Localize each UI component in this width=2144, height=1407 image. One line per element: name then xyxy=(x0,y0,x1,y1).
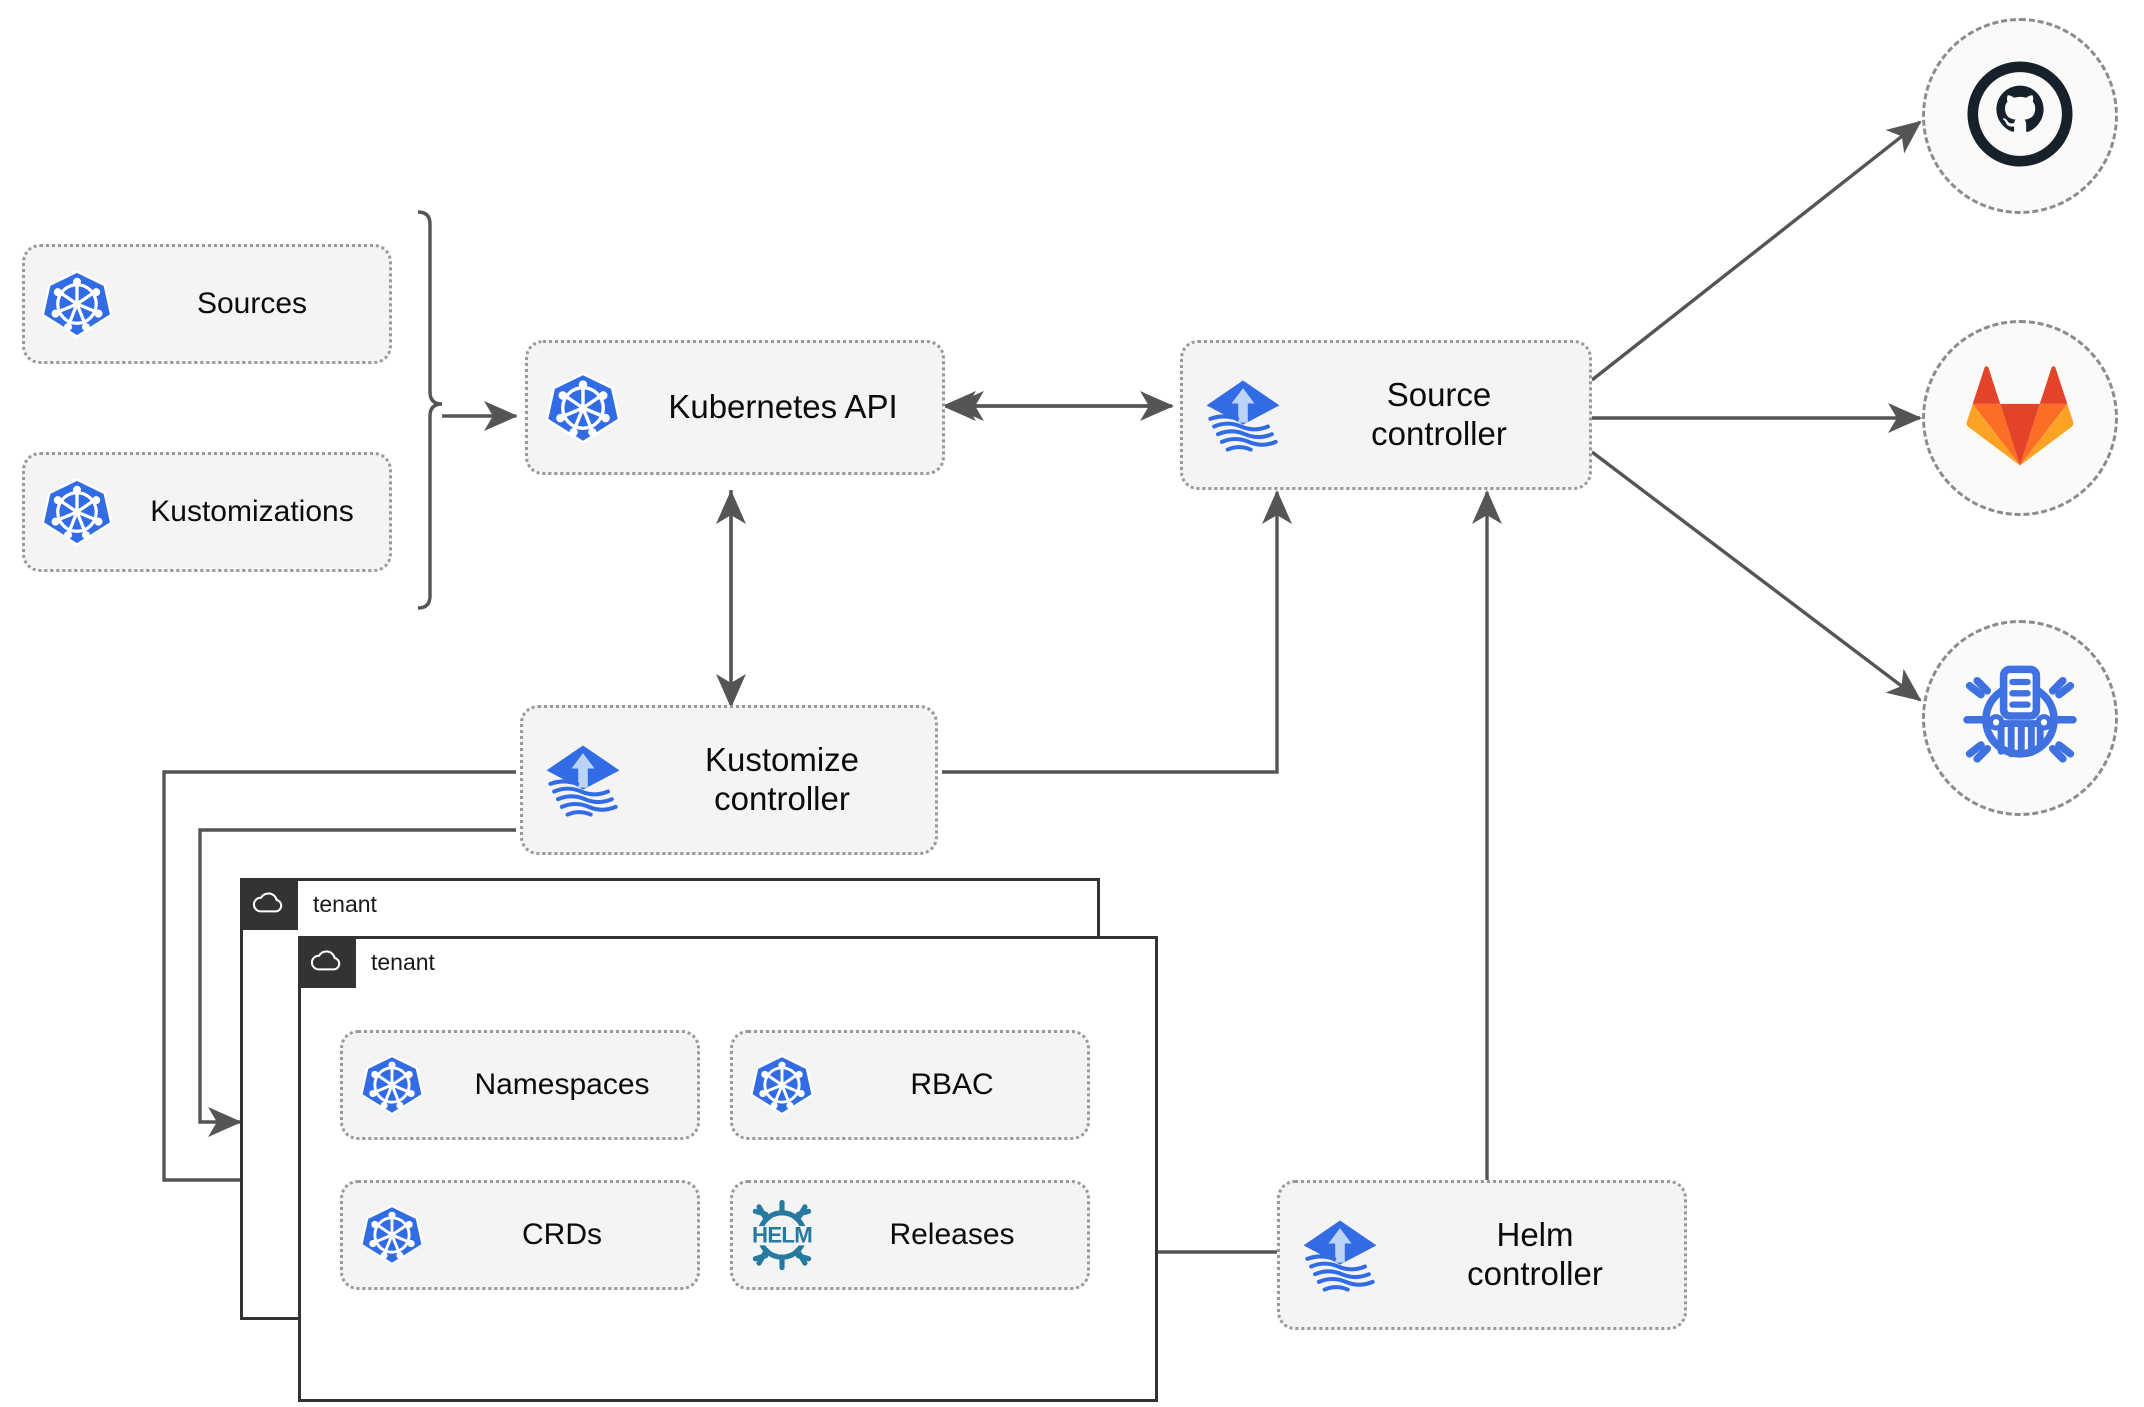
flux-icon xyxy=(1280,1207,1400,1303)
tenant-resource-releases[interactable]: HELM Releases xyxy=(730,1180,1090,1290)
flux-icon xyxy=(523,732,643,828)
tenant-container-front[interactable]: tenant xyxy=(298,936,1158,1402)
provider-github[interactable] xyxy=(1922,18,2118,214)
helm-registry-icon xyxy=(1957,653,2083,784)
tenant-resource-label: Releases xyxy=(889,1218,1015,1252)
kubernetes-icon xyxy=(25,267,129,341)
kubernetes-icon xyxy=(343,1052,441,1118)
github-icon xyxy=(1961,55,2079,178)
tenant-label: tenant xyxy=(371,948,435,975)
resource-label: Kustomizations xyxy=(150,495,354,529)
kubernetes-icon xyxy=(733,1052,831,1118)
tenant-resource-label: CRDs xyxy=(522,1218,602,1252)
tenant-resource-crds[interactable]: CRDs xyxy=(340,1180,700,1290)
tenant-resource-label: Namespaces xyxy=(474,1068,650,1102)
helm-controller-label: Helm controller xyxy=(1467,1216,1603,1292)
kustomize-controller-label: Kustomize controller xyxy=(704,741,860,817)
gitlab-icon xyxy=(1965,364,2075,473)
kubernetes-api-label: Kubernetes API xyxy=(668,388,898,426)
source-controller-label: Source controller xyxy=(1371,376,1507,452)
helm-controller-node[interactable]: Helm controller xyxy=(1277,1180,1687,1330)
tenant-resource-rbac[interactable]: RBAC xyxy=(730,1030,1090,1140)
provider-gitlab[interactable] xyxy=(1922,320,2118,516)
tenant-resource-label: RBAC xyxy=(910,1068,994,1102)
helm-icon: HELM xyxy=(733,1198,831,1272)
resource-kustomizations[interactable]: Kustomizations xyxy=(22,452,392,572)
cloud-icon xyxy=(310,948,344,977)
flux-icon xyxy=(1183,367,1303,463)
kubernetes-api-node[interactable]: Kubernetes API xyxy=(525,340,945,475)
tenant-tab xyxy=(240,878,298,930)
kubernetes-icon xyxy=(343,1202,441,1268)
kubernetes-icon xyxy=(528,369,638,447)
tenant-resource-namespaces[interactable]: Namespaces xyxy=(340,1030,700,1140)
kubernetes-icon xyxy=(25,475,129,549)
svg-text:HELM: HELM xyxy=(752,1222,812,1247)
tenant-label: tenant xyxy=(313,890,377,917)
tenant-tab xyxy=(298,936,356,988)
resource-label: Sources xyxy=(196,287,308,321)
provider-helm-repository[interactable] xyxy=(1922,620,2118,816)
kustomize-controller-node[interactable]: Kustomize controller xyxy=(520,705,938,855)
cloud-icon xyxy=(252,890,286,919)
source-controller-node[interactable]: Source controller xyxy=(1180,340,1592,490)
resource-sources[interactable]: Sources xyxy=(22,244,392,364)
